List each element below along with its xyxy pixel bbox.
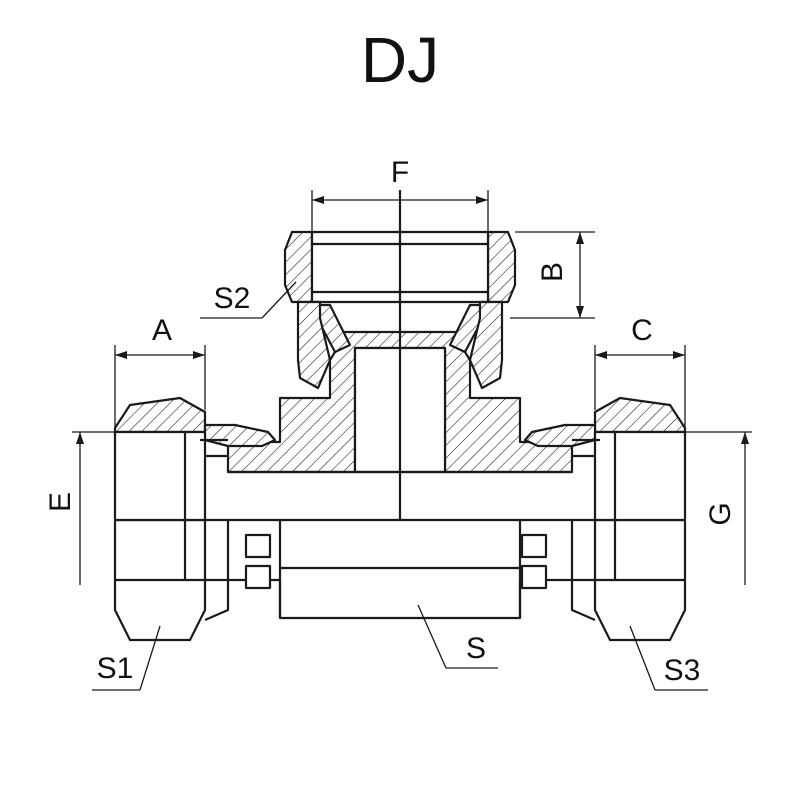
dimension-e: E — [44, 431, 115, 585]
left-nut-lower-hex — [113, 520, 207, 642]
right-nut-lower-hex — [593, 520, 687, 642]
top-nut-lower-left — [296, 300, 332, 390]
label-g: G — [704, 502, 737, 525]
left-nut-section — [113, 396, 207, 434]
dimension-g: G — [685, 431, 752, 585]
right-nut-section — [593, 396, 687, 434]
left-nut — [113, 396, 277, 642]
label-f: F — [391, 156, 409, 189]
ring-left-upper — [244, 533, 272, 559]
label-s1: S1 — [97, 652, 134, 685]
label-e: E — [44, 492, 77, 512]
label-s3: S3 — [664, 654, 701, 687]
label-s2: S2 — [214, 282, 251, 315]
tee-body — [226, 330, 574, 620]
drawing-title: DJ — [361, 24, 439, 96]
left-nut-upper-face — [113, 430, 207, 522]
label-c: C — [631, 314, 653, 347]
ring-right-lower — [520, 564, 548, 590]
leader-s2: S2 — [200, 281, 297, 319]
leader-s1: S1 — [92, 625, 161, 691]
right-ferrule — [523, 423, 597, 448]
dimension-f: F — [311, 156, 489, 232]
right-nut — [523, 396, 687, 642]
ring-left-lower — [244, 564, 272, 590]
leader-s3: S3 — [629, 625, 708, 691]
top-nut-left-section — [283, 230, 314, 304]
dimension-a: A — [114, 314, 206, 430]
ring-right-upper — [520, 533, 548, 559]
left-ferrule — [203, 423, 277, 448]
dimension-b: B — [510, 231, 595, 319]
right-nut-collar — [570, 580, 596, 622]
leader-s: S — [417, 604, 498, 669]
dimension-c: C — [594, 314, 686, 430]
label-b: B — [536, 262, 569, 282]
label-a: A — [152, 314, 172, 347]
right-nut-upper-face — [593, 430, 687, 522]
left-nut-collar — [204, 580, 230, 622]
top-nut-lower-right — [468, 300, 504, 390]
label-s: S — [466, 632, 486, 665]
top-nut-right-section — [486, 230, 517, 304]
body-lower-outline — [226, 520, 574, 620]
